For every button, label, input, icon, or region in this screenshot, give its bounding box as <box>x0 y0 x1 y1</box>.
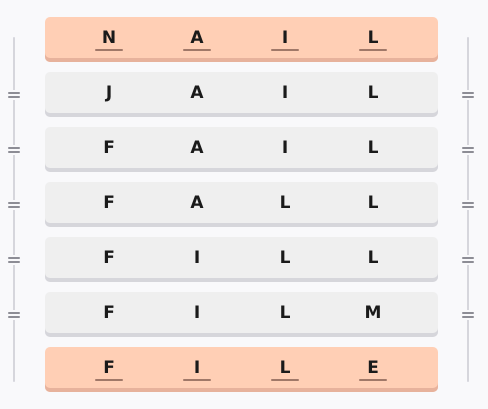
drag-handle-icon[interactable] <box>6 200 22 210</box>
letter-tile: I <box>193 248 201 268</box>
letter-tile: L <box>279 193 291 213</box>
letter-tile: I <box>263 17 307 58</box>
end-word-row: F I L E <box>45 347 438 392</box>
drag-handle-icon[interactable] <box>6 90 22 100</box>
letter-tile: F <box>103 248 115 268</box>
letter-tile: L <box>367 193 379 213</box>
letter-tile: N <box>87 17 131 58</box>
letter-tile: F <box>87 347 131 388</box>
letter-tile: E <box>351 347 395 388</box>
letter-tile: I <box>175 347 219 388</box>
letter-tile: F <box>103 138 115 158</box>
drag-handle-icon[interactable] <box>460 145 476 155</box>
drag-handle-icon[interactable] <box>460 310 476 320</box>
letter-tile: A <box>190 83 204 103</box>
drag-handle-icon[interactable] <box>460 90 476 100</box>
letter-tile: I <box>281 138 289 158</box>
letter-tile: L <box>367 248 379 268</box>
start-word-row: N A I L <box>45 17 438 62</box>
ladder-step-row[interactable]: F I L L <box>45 237 438 282</box>
drag-handle-icon[interactable] <box>6 310 22 320</box>
ladder-step-row[interactable]: F A L L <box>45 182 438 227</box>
letter-tile: L <box>367 83 379 103</box>
letter-tile: J <box>105 83 113 103</box>
letter-tile: F <box>103 303 115 323</box>
drag-handle-icon[interactable] <box>6 145 22 155</box>
letter-tile: F <box>103 193 115 213</box>
drag-handle-icon[interactable] <box>460 200 476 210</box>
letter-tile: L <box>263 347 307 388</box>
ladder-step-row[interactable]: J A I L <box>45 72 438 117</box>
letter-tile: L <box>279 303 291 323</box>
letter-tile: A <box>175 17 219 58</box>
letter-tile: M <box>364 303 382 323</box>
letter-tile: A <box>190 138 204 158</box>
letter-tile: L <box>279 248 291 268</box>
ladder-step-row[interactable]: F A I L <box>45 127 438 172</box>
letter-tile: L <box>367 138 379 158</box>
letter-tile: I <box>281 83 289 103</box>
letter-tile: I <box>193 303 201 323</box>
letter-tile: A <box>190 193 204 213</box>
letter-tile: L <box>351 17 395 58</box>
drag-handle-icon[interactable] <box>6 255 22 265</box>
ladder-step-row[interactable]: F I L M <box>45 292 438 337</box>
drag-handle-icon[interactable] <box>460 255 476 265</box>
